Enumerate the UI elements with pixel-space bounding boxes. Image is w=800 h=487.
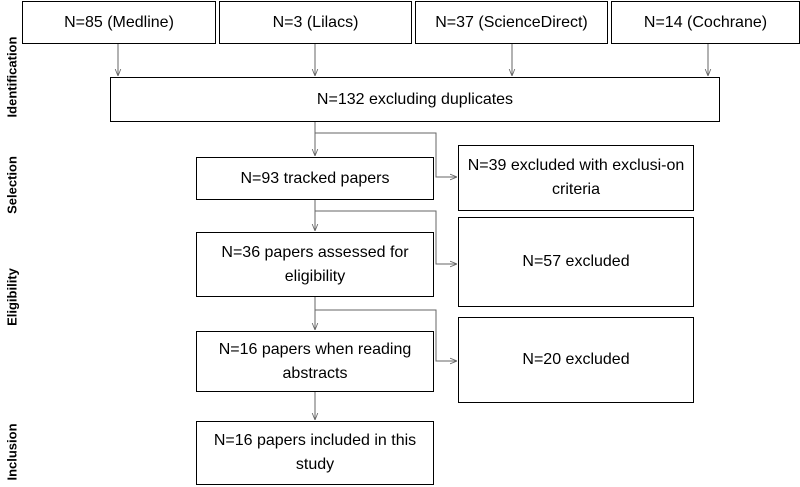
step-box-assessed: N=36 papers assessed for eligibility bbox=[196, 232, 434, 297]
step-label-assessed: N=36 papers assessed for eligibility bbox=[221, 243, 409, 285]
step-label-deduplicated: N=132 excluding duplicates bbox=[316, 90, 514, 108]
exclusion-box-eligibility: N=57 excluded bbox=[458, 217, 694, 307]
step-label-tracked: N=93 tracked papers bbox=[240, 169, 390, 187]
source-label-lilacs: N=3 (Lilacs) bbox=[272, 13, 359, 31]
arrow-tracked-to-excluded-eligibility bbox=[315, 210, 457, 264]
source-box-cochrane: N=14 (Cochrane) bbox=[611, 1, 800, 44]
step-box-included: N=16 papers included in this study bbox=[196, 421, 434, 485]
arrow-dedup-to-excluded-criteria bbox=[315, 132, 457, 177]
source-label-sciencedirect: N=37 (ScienceDirect) bbox=[435, 13, 588, 31]
source-box-medline: N=85 (Medline) bbox=[22, 1, 216, 44]
exclusion-label-criteria: N=39 excluded with exclusi-on criteria bbox=[467, 157, 685, 198]
source-box-lilacs: N=3 (Lilacs) bbox=[219, 1, 412, 44]
step-label-included: N=16 papers included in this study bbox=[213, 432, 417, 473]
exclusion-box-criteria: N=39 excluded with exclusi-on criteria bbox=[458, 145, 694, 211]
source-label-cochrane: N=14 (Cochrane) bbox=[643, 13, 768, 31]
source-box-sciencedirect: N=37 (ScienceDirect) bbox=[415, 1, 608, 44]
step-box-deduplicated: N=132 excluding duplicates bbox=[110, 77, 720, 122]
arrow-assessed-to-excluded-abstracts bbox=[315, 309, 457, 361]
phase-label-eligibility: Eligibility bbox=[4, 268, 20, 326]
exclusion-box-abstracts: N=20 excluded bbox=[458, 317, 694, 403]
phase-label-identification: Identification bbox=[4, 36, 20, 118]
source-label-medline: N=85 (Medline) bbox=[64, 13, 174, 31]
exclusion-label-eligibility: N=57 excluded bbox=[522, 253, 630, 270]
step-box-tracked: N=93 tracked papers bbox=[196, 157, 434, 200]
phase-label-inclusion: Inclusion bbox=[4, 423, 20, 481]
step-label-abstracts: N=16 papers when reading abstracts bbox=[218, 340, 412, 382]
phase-label-selection: Selection bbox=[4, 156, 20, 214]
exclusion-label-abstracts: N=20 excluded bbox=[522, 351, 630, 368]
step-box-abstracts: N=16 papers when reading abstracts bbox=[196, 331, 434, 392]
